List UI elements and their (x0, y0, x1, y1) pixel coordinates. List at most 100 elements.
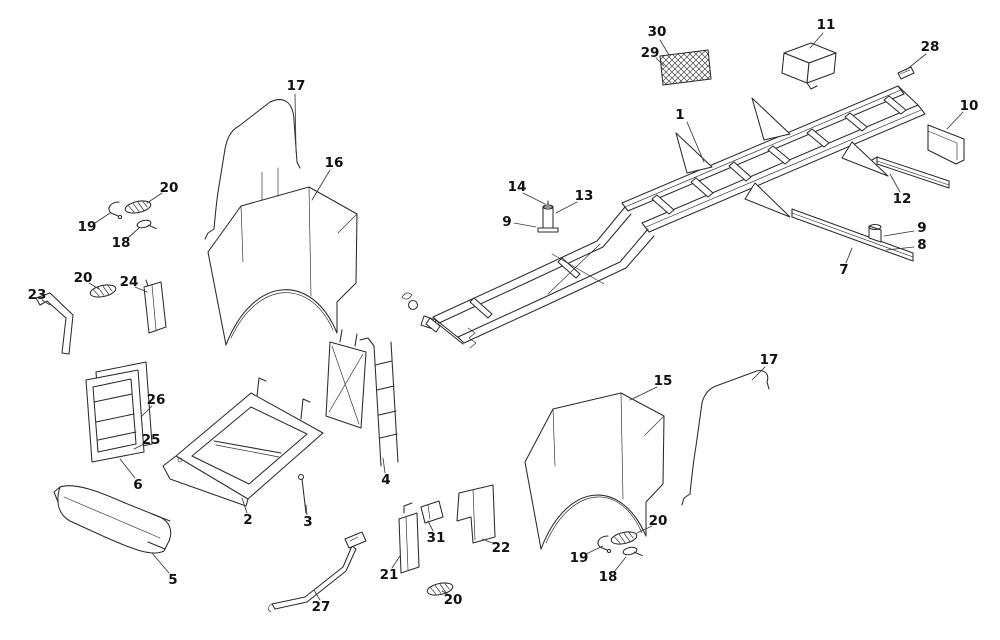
callout-12: 12 (893, 191, 912, 207)
hook-part-19 (108, 201, 123, 220)
callout-24: 24 (120, 274, 139, 290)
leader-line-17 (294, 93, 297, 153)
leader-line-24 (134, 286, 148, 293)
stub-post (537, 200, 559, 233)
clip-part-18 (135, 217, 157, 233)
frame-front-details (401, 292, 477, 349)
toolbox (781, 42, 837, 90)
corner-bracket (35, 292, 74, 355)
leader-line-1 (686, 121, 705, 163)
callout-30: 30 (648, 24, 667, 40)
leader-line-9 (513, 222, 537, 228)
callout-9: 9 (502, 214, 511, 230)
leader-line-20 (88, 282, 100, 290)
hook-part-19 (597, 535, 612, 554)
callout-13: 13 (575, 188, 594, 204)
rear-rail (871, 156, 950, 189)
leader-line-5 (151, 552, 170, 574)
leader-line-26 (140, 405, 153, 418)
callout-26: 26 (147, 392, 166, 408)
leader-line-25 (133, 442, 147, 450)
mesh-screen (659, 49, 712, 86)
leader-line-14 (522, 192, 546, 205)
callout-19: 19 (570, 550, 589, 566)
callout-16: 16 (325, 155, 344, 171)
front-fender (207, 186, 358, 346)
callout-8: 8 (917, 237, 926, 253)
front-bumper (53, 485, 172, 554)
leader-line-4 (382, 457, 386, 474)
main-frame (432, 85, 926, 345)
callout-23: 23 (28, 287, 47, 303)
leader-line-22 (481, 538, 496, 545)
front-subframe (162, 377, 324, 507)
callout-20: 20 (649, 513, 668, 529)
leader-line-2 (241, 497, 248, 514)
callout-6: 6 (133, 477, 142, 493)
side-rail-right (791, 208, 914, 262)
callout-10: 10 (960, 98, 979, 114)
rear-fender (524, 392, 665, 550)
leader-line-30 (659, 39, 670, 56)
callout-28: 28 (921, 39, 940, 55)
leader-line-31 (427, 520, 434, 532)
leader-line-20 (441, 590, 450, 596)
leader-line-6 (119, 458, 136, 479)
channel-bracket (927, 124, 965, 165)
callout-20: 20 (74, 270, 93, 286)
leader-line-3 (305, 504, 308, 516)
leader-line-8 (885, 246, 915, 251)
callout-17: 17 (760, 352, 779, 368)
leader-line-11 (809, 32, 824, 49)
step-assembly (268, 531, 367, 613)
radiator-grille (85, 361, 153, 463)
hardware-set-bottom-right (597, 529, 643, 560)
pad-part-20 (123, 198, 153, 216)
leader-line-12 (889, 173, 901, 193)
callout-31: 31 (427, 530, 446, 546)
leader-line-18 (127, 227, 140, 239)
callout-25: 25 (142, 432, 161, 448)
leader-line-27 (313, 589, 321, 601)
callout-3: 3 (303, 514, 312, 530)
grab-hoop-front (204, 99, 301, 240)
callout-4: 4 (381, 472, 390, 488)
callout-27: 27 (312, 599, 331, 615)
callout-21: 21 (380, 567, 399, 583)
leader-line-29 (655, 57, 665, 67)
leader-line-13 (555, 201, 578, 214)
pad-part-20 (609, 529, 639, 547)
callout-20: 20 (160, 180, 179, 196)
strip-bracket (897, 66, 915, 80)
leader-line-19 (94, 212, 111, 224)
leader-line-20 (636, 525, 653, 534)
leader-line-20 (146, 192, 163, 204)
callout-20: 20 (444, 592, 463, 608)
leader-line-10 (946, 111, 964, 130)
callout-14: 14 (508, 179, 527, 195)
callout-7: 7 (839, 262, 848, 278)
leader-line-23 (41, 299, 51, 306)
callout-17: 17 (287, 78, 306, 94)
callout-18: 18 (599, 569, 618, 585)
mount-bracket (143, 279, 167, 334)
callout-15: 15 (654, 373, 673, 389)
leader-line-18 (613, 556, 627, 573)
callout-9: 9 (917, 220, 926, 236)
callout-19: 19 (78, 219, 97, 235)
leader-line-16 (311, 169, 331, 201)
leader-line-17 (751, 366, 766, 381)
support-rod (297, 473, 307, 514)
leader-line-28 (905, 53, 927, 71)
leader-line-21 (391, 555, 401, 569)
callout-11: 11 (817, 17, 836, 33)
callout-5: 5 (168, 572, 177, 588)
callout-18: 18 (112, 235, 131, 251)
leader-line-7 (845, 247, 853, 264)
leader-line-9 (883, 230, 915, 237)
callout-29: 29 (641, 45, 660, 61)
grab-hoop-rear (681, 370, 770, 506)
